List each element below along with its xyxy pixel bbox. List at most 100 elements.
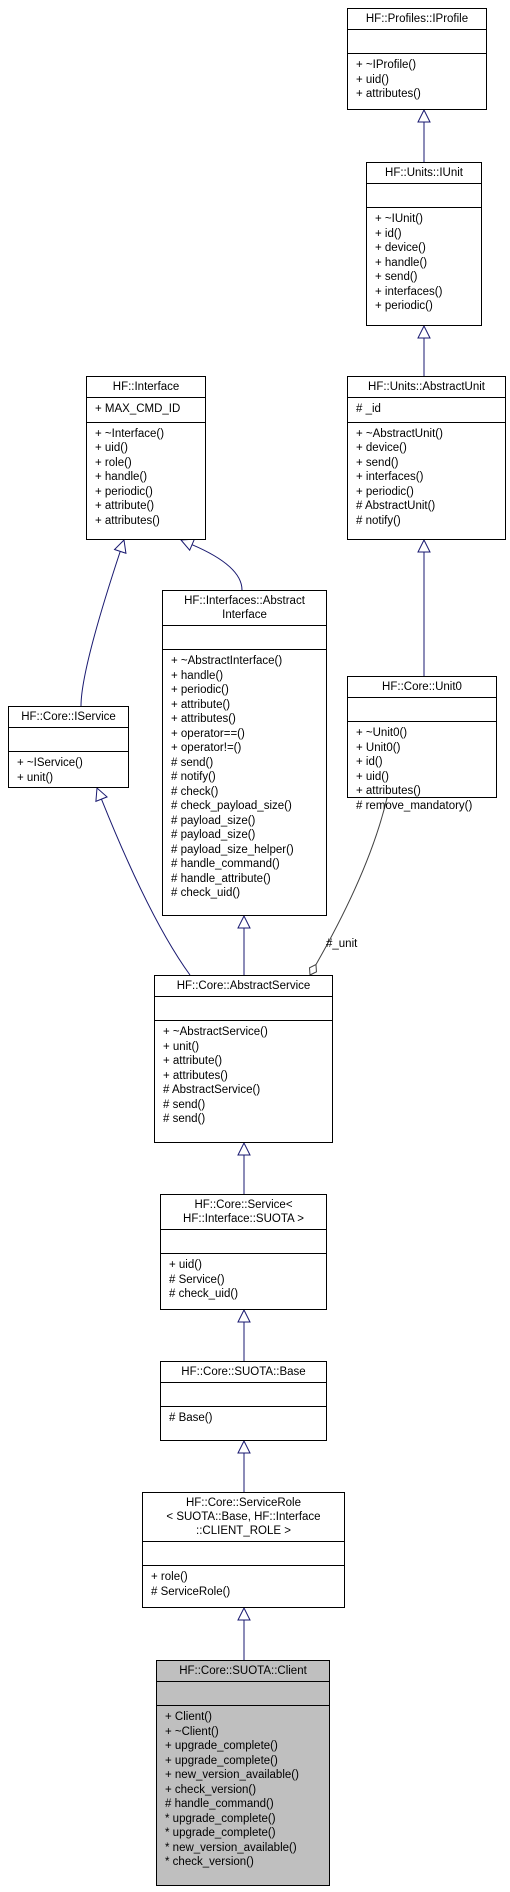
method-item: # ServiceRole() — [151, 1585, 231, 1598]
methods-section: + ~Interface()+ uid()+ role()+ handle()+… — [87, 421, 205, 534]
method-item: + periodic() — [375, 300, 433, 312]
inheritance-arrow — [237, 1606, 251, 1621]
class-name: HF::Profiles::IProfile — [348, 9, 486, 29]
method-item: # check_uid() — [171, 887, 241, 899]
method-item: + send() — [356, 456, 399, 469]
class-name-line: HF::Interface — [112, 381, 180, 393]
method-item: + check_version() — [165, 1783, 257, 1796]
method-item: + periodic() — [95, 485, 153, 498]
class-name-line: HF::Interface::SUOTA > — [183, 1213, 304, 1225]
class-name-line: HF::Core::SUOTA::Client — [179, 1665, 307, 1677]
method-item: + handle() — [375, 256, 428, 269]
attributes-section — [161, 1382, 326, 1406]
method-item: + ~IUnit() — [375, 213, 423, 225]
method-item: * check_version() — [165, 1856, 254, 1868]
class-name-line: HF::Interfaces::Abstract — [184, 595, 305, 607]
method-item: + ~IProfile() — [356, 59, 417, 71]
method-item: + operator!=() — [171, 742, 242, 754]
method-item: # handle_attribute() — [171, 872, 271, 885]
method-item: + uid() — [356, 73, 389, 86]
method-item: # remove_mandatory() — [356, 799, 473, 812]
inheritance-arrow — [237, 1308, 251, 1323]
attributes-section — [348, 697, 496, 721]
attributes-section — [9, 727, 128, 751]
method-item: * new_version_available() — [165, 1841, 297, 1854]
inheritance-arrow — [417, 324, 431, 339]
class-box-abstractservice[interactable]: HF::Core::AbstractService+ ~AbstractServ… — [154, 975, 333, 1143]
class-name: HF::Units::IUnit — [367, 163, 481, 183]
method-item: + ~AbstractService() — [163, 1026, 268, 1038]
methods-section: + ~IProfile()+ uid()+ attributes() — [348, 53, 486, 107]
method-item: # notify() — [171, 771, 216, 783]
class-name-line: HF::Core::SUOTA::Base — [181, 1366, 306, 1378]
method-item: # check() — [171, 785, 219, 798]
inheritance-arrow — [417, 538, 431, 553]
method-item: + uid() — [169, 1259, 202, 1271]
method-item: + uid() — [356, 770, 389, 783]
method-item: # send() — [163, 1098, 206, 1111]
method-item: # send() — [171, 756, 214, 769]
method-item: + handle() — [95, 471, 148, 483]
method-item: + periodic() — [171, 684, 229, 696]
inheritance-edge-abstractservice-iservice — [101, 798, 191, 976]
methods-section: + ~IService()+ unit() — [9, 751, 128, 790]
class-box-iprofile[interactable]: HF::Profiles::IProfile+ ~IProfile()+ uid… — [347, 8, 487, 110]
class-name-line: HF::Core::AbstractService — [176, 980, 311, 992]
methods-section: + ~AbstractService()+ unit()+ attribute(… — [155, 1020, 332, 1132]
class-name-line: HF::Core::IService — [21, 711, 116, 723]
method-item: + upgrade_complete() — [165, 1740, 278, 1752]
class-box-iunit[interactable]: HF::Units::IUnit+ ~IUnit()+ id()+ device… — [366, 162, 482, 326]
class-name-line: HF::Core::ServiceRole — [185, 1497, 302, 1509]
method-item: + operator==() — [171, 727, 245, 740]
class-box-iservice[interactable]: HF::Core::IService+ ~IService()+ unit() — [8, 706, 129, 788]
method-item: + Client() — [165, 1711, 212, 1723]
method-item: # Base() — [169, 1412, 213, 1424]
method-item: # payload_size() — [171, 814, 256, 827]
class-box-service[interactable]: HF::Core::Service<HF::Interface::SUOTA >… — [160, 1194, 327, 1310]
method-item: + attribute() — [95, 500, 155, 512]
class-box-unit0[interactable]: HF::Core::Unit0+ ~Unit0()+ Unit0()+ id()… — [347, 676, 497, 812]
attributes-section — [143, 1541, 344, 1565]
method-item: + upgrade_complete() — [165, 1754, 278, 1767]
class-name-line: ::CLIENT_ROLE > — [196, 1525, 291, 1537]
class-name-line: Interface — [222, 609, 267, 621]
method-item: + role() — [95, 456, 132, 469]
inheritance-arrow — [237, 1439, 251, 1454]
attributes-section — [161, 1229, 326, 1253]
methods-section: + uid() # Service() # check_uid() — [161, 1253, 326, 1307]
class-box-client[interactable]: HF::Core::SUOTA::Client+ Client()+ ~Clie… — [156, 1660, 330, 1886]
method-item: + attributes() — [95, 514, 160, 527]
attribute-item: # _id — [356, 403, 381, 415]
class-box-interface[interactable]: HF::Interface+ MAX_CMD_ID+ ~Interface()+… — [86, 376, 206, 540]
attributes-section — [163, 625, 326, 649]
method-item: + ~Client() — [165, 1725, 219, 1738]
inheritance-arrow — [237, 1141, 251, 1156]
method-item: * upgrade_complete() — [165, 1812, 276, 1825]
method-item: # Service() — [169, 1273, 225, 1286]
method-item: + new_version_available() — [165, 1769, 299, 1781]
class-name: HF::Core::Unit0 — [348, 677, 496, 697]
methods-section: + ~IUnit()+ id()+ device()+ handle()+ se… — [367, 207, 481, 319]
method-item: # check_uid() — [169, 1288, 239, 1300]
class-box-servicerole[interactable]: HF::Core::ServiceRole< SUOTA::Base, HF::… — [142, 1492, 345, 1608]
method-item: + attributes() — [356, 785, 421, 797]
attributes-section — [348, 29, 486, 53]
method-item: + attribute() — [171, 698, 231, 711]
class-box-abstractunit[interactable]: HF::Units::AbstractUnit# _id+ ~AbstractU… — [347, 376, 506, 540]
class-name-line: HF::Units::IUnit — [385, 167, 463, 179]
class-box-base[interactable]: HF::Core::SUOTA::Base# Base() — [160, 1361, 327, 1441]
method-item: + ~Interface() — [95, 427, 165, 440]
class-name-line: HF::Profiles::IProfile — [365, 13, 469, 25]
class-name: HF::Interface — [87, 377, 205, 397]
method-item: + device() — [375, 242, 426, 254]
class-name-line: < SUOTA::Base, HF::Interface — [166, 1511, 321, 1523]
inheritance-edge-abstractinterface-interface — [191, 544, 243, 591]
methods-section: + role()# ServiceRole() — [143, 1565, 344, 1604]
attributes-section — [155, 996, 332, 1020]
method-item: + handle() — [171, 669, 224, 682]
method-item: + unit() — [163, 1040, 200, 1053]
method-item: + ~AbstractUnit() — [356, 427, 443, 440]
method-item: # handle_command() — [171, 858, 280, 870]
methods-section: + ~AbstractInterface()+ handle()+ period… — [163, 649, 326, 906]
